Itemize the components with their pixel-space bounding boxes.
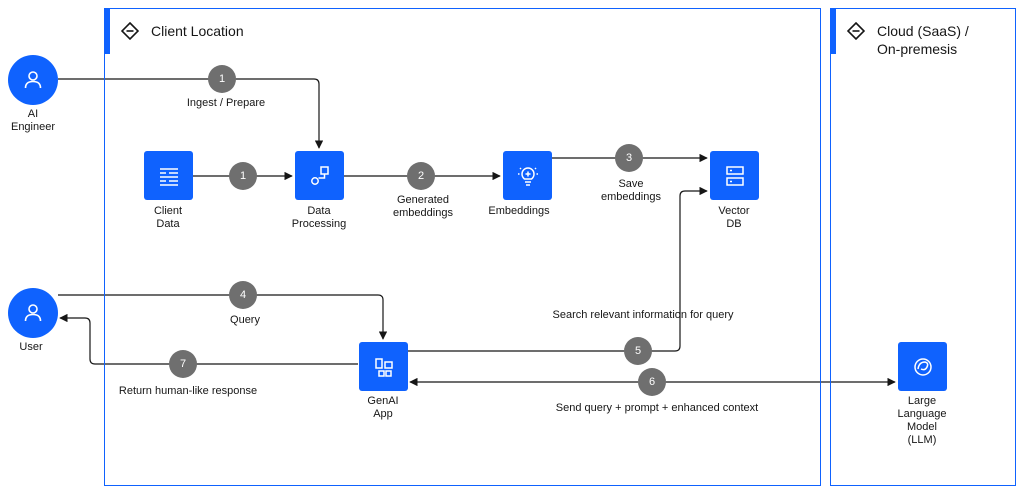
flow-process-icon [310, 165, 329, 185]
step-badge-query: 4 [229, 281, 257, 309]
ai-engineer-avatar [8, 55, 58, 105]
genai-app-label: GenAI App [367, 395, 399, 420]
data-processing-node [295, 151, 344, 200]
send-query-label: Send query + prompt + enhanced context [555, 402, 759, 414]
model-swirl-icon [913, 357, 932, 376]
step-badge-client-to-processing: 1 [229, 162, 257, 190]
person-icon [24, 71, 42, 89]
query-label: Query [230, 314, 260, 326]
client-location-header: Client Location [121, 22, 244, 40]
genai-app-node [359, 342, 408, 391]
step-badge-generated: 2 [407, 162, 435, 190]
step-badge-save: 3 [615, 144, 643, 172]
lightbulb-icon [517, 166, 538, 186]
step-badge-return: 7 [169, 350, 197, 378]
edge-ingest [58, 78, 324, 149]
step-badge-send: 6 [638, 368, 666, 396]
return-label: Return human-like response [118, 385, 258, 397]
generated-embeddings-label: Generated embeddings [393, 194, 453, 219]
app-grid-icon [374, 357, 393, 377]
ai-engineer-label: AI Engineer [10, 108, 56, 133]
vector-db-label: Vector DB [718, 205, 750, 230]
vector-db-node [710, 151, 759, 200]
person-icon [24, 304, 42, 322]
embeddings-node [503, 151, 552, 200]
step-badge-search: 5 [624, 337, 652, 365]
save-embeddings-label: Save embeddings [601, 178, 661, 203]
client-data-label: Client Data [153, 205, 183, 230]
client-data-node [144, 151, 193, 200]
search-label: Search relevant information for query [552, 309, 734, 321]
cloud-title: Cloud (SaaS) / On-premesis [877, 23, 969, 57]
edge-search [408, 186, 708, 352]
llm-node [898, 342, 947, 391]
cloud-header: Cloud (SaaS) / On-premesis [847, 22, 969, 58]
user-label: User [19, 341, 43, 353]
edge-query [58, 294, 388, 340]
ingest-label: Ingest / Prepare [186, 97, 266, 109]
cloud-zone [829, 7, 1016, 486]
database-icon [725, 165, 744, 186]
edge-return [59, 313, 358, 365]
user-avatar [8, 288, 58, 338]
data-processing-label: Data Processing [291, 205, 347, 230]
document-lines-icon [159, 167, 178, 186]
location-diamond-icon [121, 22, 139, 40]
client-location-zone [103, 7, 821, 486]
location-diamond-icon [847, 22, 865, 40]
step-badge-ingest: 1 [208, 65, 236, 93]
llm-label: Large Language Model (LLM) [897, 395, 947, 446]
embeddings-label: Embeddings [488, 205, 550, 217]
client-location-title: Client Location [151, 23, 244, 39]
